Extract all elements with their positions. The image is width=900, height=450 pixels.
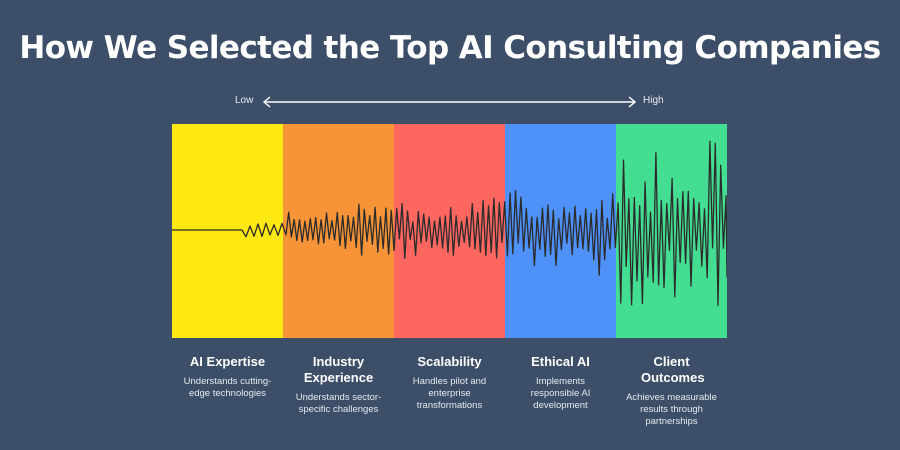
criterion-description: Understands cutting-edge technologies	[183, 376, 272, 399]
criterion-title: AI Expertise	[189, 354, 266, 369]
criterion-title: Ethical AI	[531, 354, 590, 369]
criterion-title: Scalability	[417, 354, 482, 369]
criterion-ai-expertise: AI Expertise Understands cutting-edge te…	[172, 354, 283, 400]
criteria-labels: AI Expertise Understands cutting-edge te…	[172, 354, 727, 444]
double-headed-arrow-icon	[262, 96, 637, 108]
criterion-description: Understands sector-specific challenges	[295, 392, 382, 415]
criterion-title: Client Outcomes	[641, 354, 705, 385]
intensity-chart	[172, 124, 727, 338]
criterion-client-outcomes: Client Outcomes Achieves measurable resu…	[616, 354, 727, 428]
criterion-description: Achieves measurable results through part…	[626, 392, 717, 427]
criterion-scalability: Scalability Handles pilot and enterprise…	[394, 354, 505, 412]
criterion-title: Industry Experience	[303, 354, 374, 385]
page-title: How We Selected the Top AI Consulting Co…	[19, 30, 881, 66]
band-ai-expertise	[172, 124, 283, 338]
scale-high-label: High	[643, 95, 664, 106]
criterion-ethical-ai: Ethical AI Implements responsible AI dev…	[505, 354, 616, 412]
criterion-industry-experience: Industry Experience Understands sector-s…	[283, 354, 394, 416]
criterion-description: Implements responsible AI development	[530, 376, 591, 411]
waveform-line	[172, 140, 727, 307]
low-high-scale: Low High	[0, 94, 900, 110]
criterion-description: Handles pilot and enterprise transformat…	[412, 376, 487, 411]
scale-low-label: Low	[235, 95, 254, 106]
